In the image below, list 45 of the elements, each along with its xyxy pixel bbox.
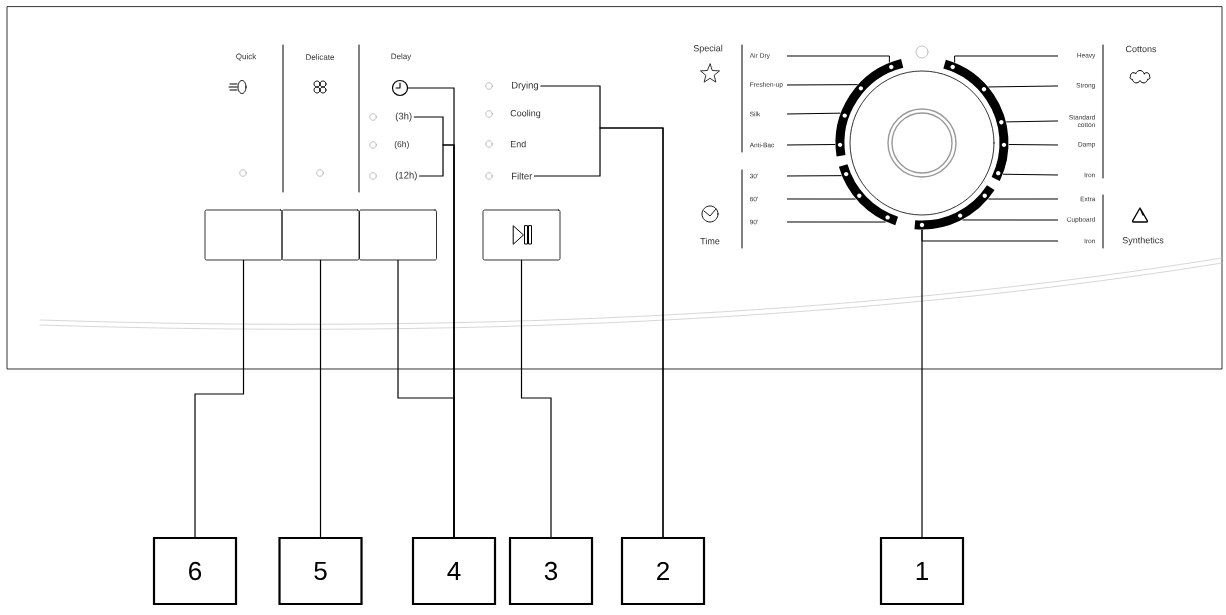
- push-button: [482, 209, 561, 261]
- leader-line: [786, 175, 842, 177]
- clock-icon: [391, 79, 409, 97]
- panel-label: Delicate: [306, 54, 335, 60]
- leader-line: [1002, 173, 1059, 176]
- leader-line: [962, 219, 1059, 221]
- panel-label: Special: [693, 44, 723, 54]
- callout-number: 3: [508, 536, 594, 606]
- callout-number: 5: [278, 536, 363, 606]
- leader-line: [988, 198, 1059, 200]
- leader-line: [786, 55, 890, 63]
- leader-line: [520, 259, 552, 538]
- indicator-label: (12h): [395, 171, 417, 181]
- leader-line: [194, 259, 245, 538]
- leader-line: [921, 229, 1059, 242]
- leader-line: [1006, 120, 1059, 123]
- leader-line: [1008, 144, 1059, 146]
- push-button: [281, 209, 360, 261]
- panel-label: (6h): [394, 141, 409, 149]
- panel-label: Time: [700, 237, 720, 245]
- leader-line: [954, 55, 1059, 63]
- leader-line: [786, 84, 858, 86]
- leader-line: [988, 85, 1059, 88]
- program-dial: [835, 59, 1009, 230]
- indicator-label: Drying: [512, 81, 539, 91]
- leader-line: [786, 198, 856, 200]
- leader-line: [319, 259, 322, 538]
- leader-line: [419, 144, 455, 538]
- panel-label: Synthetics: [1122, 236, 1164, 246]
- callout-number: 4: [411, 536, 497, 606]
- push-button: [204, 209, 283, 261]
- indicator-label: (3h): [395, 112, 412, 122]
- leader-line: [786, 144, 836, 146]
- panel-label: Quick: [236, 53, 257, 61]
- leader-line: [786, 221, 886, 223]
- push-button: [359, 209, 437, 261]
- indicator-label: Filter: [512, 172, 533, 180]
- callout-number: 6: [152, 536, 238, 606]
- callout-number: 2: [620, 536, 706, 606]
- leader-line: [786, 112, 841, 115]
- panel-label: End: [510, 140, 526, 148]
- panel-label: Delay: [391, 53, 412, 61]
- callout-number: 1: [879, 536, 965, 606]
- panel-label: Cottons: [1125, 45, 1157, 53]
- panel-label: Cooling: [510, 109, 541, 119]
